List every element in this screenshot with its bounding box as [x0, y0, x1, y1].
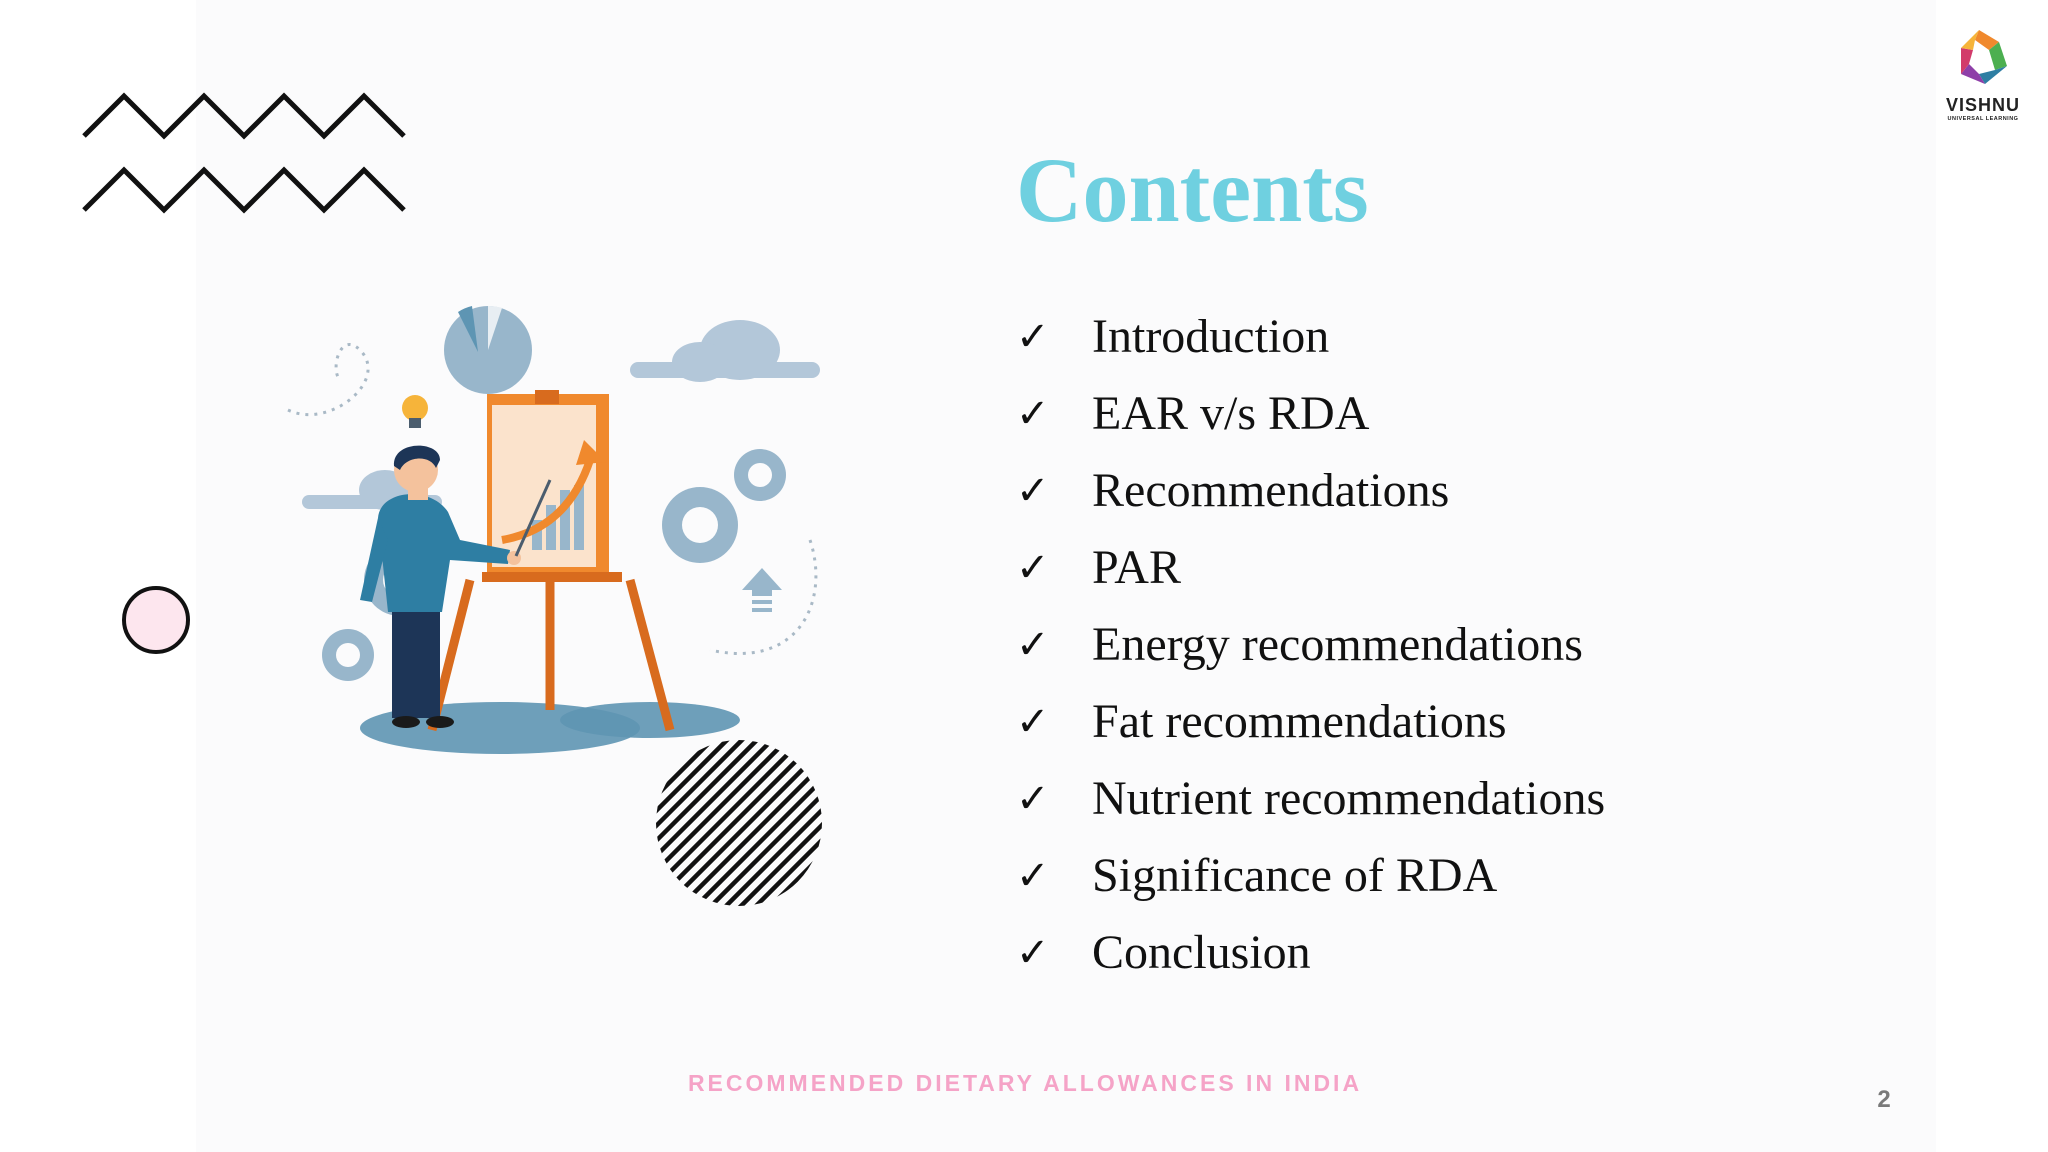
list-item: ✓ Energy recommendations: [1016, 606, 1605, 683]
list-item: ✓ Recommendations: [1016, 452, 1605, 529]
lightbulb-icon: [402, 395, 428, 428]
list-item: ✓ PAR: [1016, 529, 1605, 606]
check-mark-icon: ✓: [1016, 544, 1050, 591]
list-item-label: Introduction: [1092, 310, 1330, 363]
slide-title: Contents: [1016, 139, 1369, 241]
list-item-label: Nutrient recommendations: [1092, 772, 1606, 825]
check-mark-icon: ✓: [1016, 313, 1050, 360]
up-arrow-icon: [742, 568, 782, 612]
easel-icon: [427, 390, 675, 732]
presenter-figure: [360, 445, 552, 728]
list-item-label: Significance of RDA: [1092, 849, 1498, 902]
logo-tagline: UNIVERSAL LEARNING: [1947, 116, 2019, 122]
presenter-illustration: [287, 305, 820, 754]
list-item: ✓ EAR v/s RDA: [1016, 375, 1605, 452]
check-mark-icon: ✓: [1016, 698, 1050, 745]
list-item: ✓ Significance of RDA: [1016, 837, 1605, 914]
check-mark-icon: ✓: [1016, 775, 1050, 822]
page-number: 2: [1877, 1086, 1891, 1113]
check-mark-icon: ✓: [1016, 852, 1050, 899]
check-mark-icon: ✓: [1016, 929, 1050, 976]
pie-chart-icon: [444, 305, 532, 394]
list-item-label: Recommendations: [1092, 464, 1450, 517]
slide-footer: RECOMMENDED DIETARY ALLOWANCES IN INDIA: [687, 1070, 1363, 1096]
hatched-circle-decoration: [656, 740, 822, 906]
pink-circle-decoration: [122, 586, 190, 654]
logo-name: VISHNU: [1945, 95, 2020, 115]
list-item-label: Fat recommendations: [1092, 695, 1507, 748]
vishnu-logo: VISHNU UNIVERSAL LEARNING: [1938, 30, 2028, 122]
list-item: ✓ Nutrient recommendations: [1016, 760, 1605, 837]
contents-list: ✓ Introduction ✓ EAR v/s RDA ✓ Recommendati…: [1016, 298, 1605, 991]
list-item: ✓ Conclusion: [1016, 914, 1605, 991]
list-item: ✓ Introduction: [1016, 298, 1605, 375]
check-mark-icon: ✓: [1016, 390, 1050, 437]
logo-mark-icon: [1961, 30, 2007, 84]
list-item-label: Energy recommendations: [1092, 618, 1583, 671]
zigzag-decoration: [82, 92, 406, 214]
list-item-label: EAR v/s RDA: [1092, 387, 1370, 440]
list-item-label: PAR: [1092, 541, 1181, 594]
list-item: ✓ Fat recommendations: [1016, 683, 1605, 760]
check-mark-icon: ✓: [1016, 621, 1050, 668]
list-item-label: Conclusion: [1092, 926, 1311, 979]
check-mark-icon: ✓: [1016, 467, 1050, 514]
